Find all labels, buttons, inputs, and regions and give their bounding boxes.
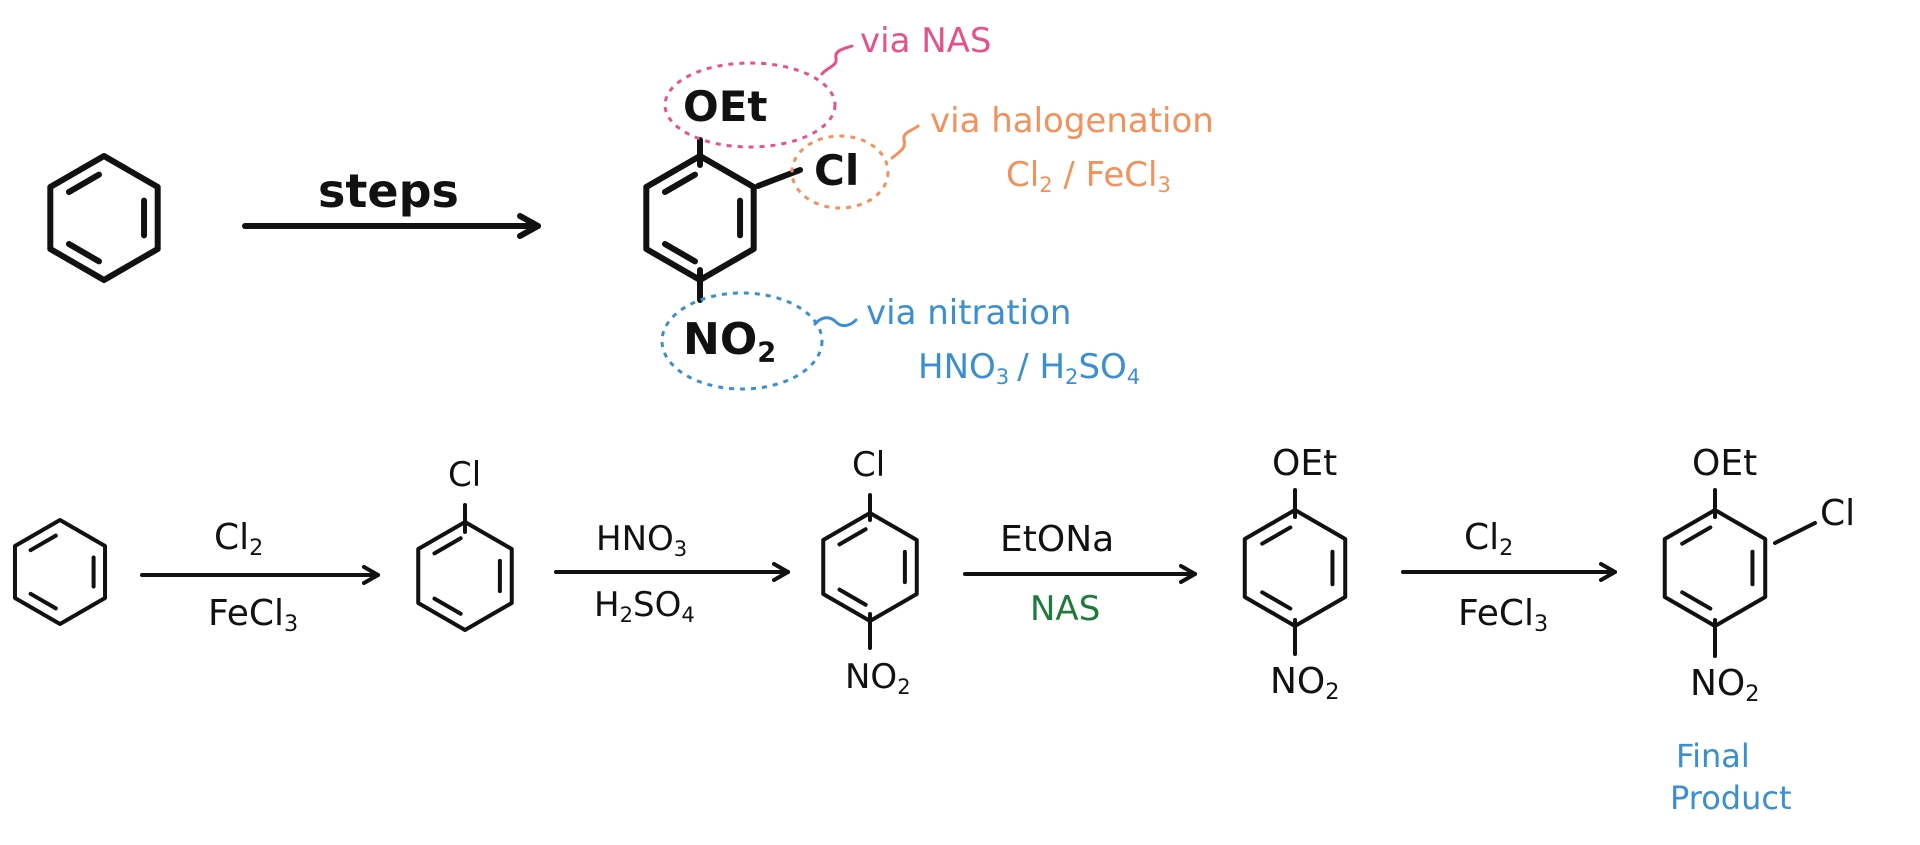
highlight-cl-circle <box>790 134 890 210</box>
benzene-ring-start-route <box>12 518 108 626</box>
connector-nitration <box>813 316 858 328</box>
benzene-ring-start-top <box>47 153 161 283</box>
step4-reagent-above: Cl2 <box>1464 517 1514 562</box>
final-no2-label: NO2 <box>1690 663 1760 708</box>
ethoxy-oet-label: OEt <box>1272 443 1338 484</box>
final-cl-label: Cl <box>1820 493 1856 534</box>
final-product-caption-1: Final <box>1676 737 1750 775</box>
arrow-step4 <box>1401 562 1617 582</box>
arrow-step1 <box>140 565 380 585</box>
highlight-no2-circle <box>660 291 824 391</box>
target-no2-sub: 2 <box>757 337 777 369</box>
bond-cl-top <box>755 167 803 189</box>
target-no2-main: NO <box>683 314 758 365</box>
connector-nas <box>820 44 854 76</box>
arrow-step3 <box>963 564 1197 584</box>
final-oet-label: OEt <box>1692 443 1758 484</box>
target-no2-label: NO2 <box>683 318 776 367</box>
step1-reagent-below: FeCl3 <box>208 593 299 638</box>
final-product-caption-2: Product <box>1670 779 1792 817</box>
target-oet-label: OEt <box>683 82 768 131</box>
benzene-ring-chlorobenzene <box>416 520 514 632</box>
note-via-halogenation: via halogenation <box>930 101 1214 141</box>
step4-reagent-below: FeCl3 <box>1458 593 1549 638</box>
chloronitro-cl-label: Cl <box>852 445 886 485</box>
bond-cl-final <box>1773 521 1817 545</box>
step1-reagent-above: Cl2 <box>214 517 264 562</box>
ethoxy-no2-label: NO2 <box>1270 661 1340 706</box>
benzene-ring-target-top <box>643 153 757 283</box>
benzene-ring-chloronitro <box>821 511 919 623</box>
chlorobenzene-cl-label: Cl <box>448 455 482 495</box>
note-via-nas: via NAS <box>860 21 992 61</box>
note-nitration-reagents: HNO3/ H2SO4 <box>918 347 1141 389</box>
step3-reagent-above: EtONa <box>1000 519 1115 560</box>
steps-label: steps <box>318 164 459 218</box>
step3-reagent-below: NAS <box>1030 589 1101 629</box>
connector-halogenation <box>890 124 920 160</box>
highlight-oet-circle <box>663 61 837 149</box>
arrow-step2 <box>554 562 790 582</box>
target-cl-label: Cl <box>814 146 860 195</box>
step2-reagent-above: HNO3 <box>596 519 688 561</box>
benzene-ring-final <box>1662 508 1768 628</box>
note-halogenation-reagents: Cl2 / FeCl3 <box>1006 155 1171 197</box>
arrow-steps <box>242 213 541 239</box>
chloronitro-no2-label: NO2 <box>845 657 911 699</box>
note-via-nitration: via nitration <box>866 293 1072 333</box>
benzene-ring-ethoxynitro <box>1242 508 1348 628</box>
step2-reagent-below: H2SO4 <box>594 585 695 627</box>
